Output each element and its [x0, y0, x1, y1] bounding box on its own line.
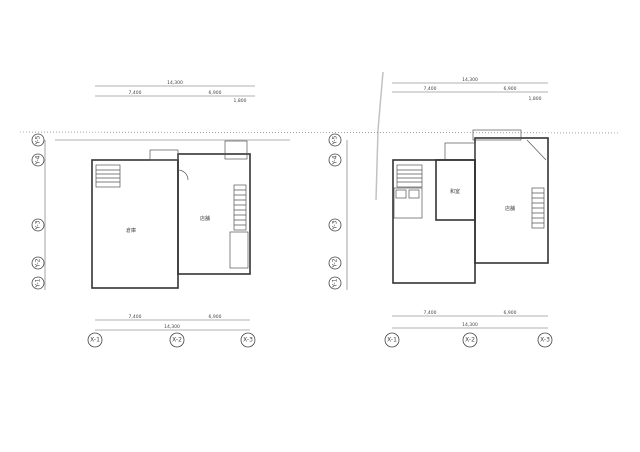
- room-label: 和室: [450, 188, 460, 195]
- axis-label: Y-5: [35, 135, 42, 145]
- closet: [444, 142, 476, 161]
- axis-marker: [384, 332, 400, 348]
- dim-bottom-right: 6,900: [209, 314, 222, 320]
- axis-marker: [328, 133, 342, 147]
- stairs-right: [233, 184, 247, 231]
- axis-marker: [87, 332, 103, 348]
- axis-label: X-3: [243, 337, 253, 344]
- dim-top-left: 7,400: [424, 86, 437, 92]
- dim-top-overall: 14,300: [462, 77, 478, 83]
- axis-marker: [169, 332, 185, 348]
- axis-label: Y-3: [35, 220, 42, 230]
- axis-label: Y-2: [35, 258, 42, 268]
- axis-label: Y-5: [332, 135, 339, 145]
- axis-marker: [31, 153, 45, 167]
- dim-bottom-right: 6,900: [504, 310, 517, 316]
- axis-marker: [328, 256, 342, 270]
- room-label: 店舗: [200, 215, 210, 222]
- stairs-left: [396, 164, 423, 188]
- room-wall-right: [177, 153, 251, 275]
- dim-top-right: 6,900: [209, 90, 222, 96]
- dim-bottom-overall: 14,300: [462, 322, 478, 328]
- axis-label: Y-4: [35, 155, 42, 165]
- axis-marker: [328, 218, 342, 232]
- axis-label: X-1: [90, 337, 100, 344]
- room-wall-left: [392, 159, 476, 284]
- dim-bottom-left: 7,400: [129, 314, 142, 320]
- scan-noise-line: [19, 131, 621, 134]
- dim-top-sub: 1,800: [234, 98, 247, 104]
- axis-marker: [31, 218, 45, 232]
- room-wall-right: [474, 137, 549, 264]
- toilet-room: [229, 231, 249, 269]
- balcony: [472, 129, 522, 141]
- axis-label: Y-2: [332, 258, 339, 268]
- axis-label: Y-3: [332, 220, 339, 230]
- floor-plan-right: 14,300 7,400 6,900 1,800 和室 店舗 Y-5 Y-4 Y…: [328, 77, 553, 348]
- door-swing: [526, 139, 547, 161]
- floor-plan-left: 14,300 7,400 6,900 1,800 倉庫 店舗 Y-5 Y-4 Y…: [31, 80, 290, 348]
- dim-top-left: 7,400: [129, 90, 142, 96]
- dim-bottom-overall: 14,300: [164, 324, 180, 330]
- axis-marker: [462, 332, 478, 348]
- axis-marker: [328, 153, 342, 167]
- dim-top-overall: 14,300: [167, 80, 183, 86]
- stair-box: [224, 140, 248, 160]
- japanese-room-wall: [435, 159, 476, 221]
- axis-marker: [31, 256, 45, 270]
- axis-marker: [31, 276, 45, 290]
- axis-label: X-1: [387, 337, 397, 344]
- bathroom: [393, 187, 423, 219]
- dim-bottom-left: 7,400: [424, 310, 437, 316]
- axis-marker: [537, 332, 553, 348]
- stairs-right: [531, 187, 545, 229]
- room-wall-left: [91, 159, 179, 289]
- stairs-left: [95, 164, 121, 188]
- door-swing: [177, 169, 189, 181]
- room-label: 倉庫: [126, 227, 136, 234]
- axis-label: Y-4: [332, 155, 339, 165]
- axis-label: Y-1: [35, 278, 42, 288]
- axis-label: X-3: [540, 337, 550, 344]
- room-label: 店舗: [505, 205, 515, 212]
- axis-label: X-2: [465, 337, 475, 344]
- axis-marker: [328, 276, 342, 290]
- scan-crease: [375, 71, 384, 201]
- axis-marker: [31, 133, 45, 147]
- axis-marker: [240, 332, 256, 348]
- dim-top-sub: 1,800: [529, 96, 542, 102]
- dim-top-right: 6,900: [504, 86, 517, 92]
- axis-label: X-2: [172, 337, 182, 344]
- entrance: [149, 149, 179, 161]
- axis-label: Y-1: [332, 278, 339, 288]
